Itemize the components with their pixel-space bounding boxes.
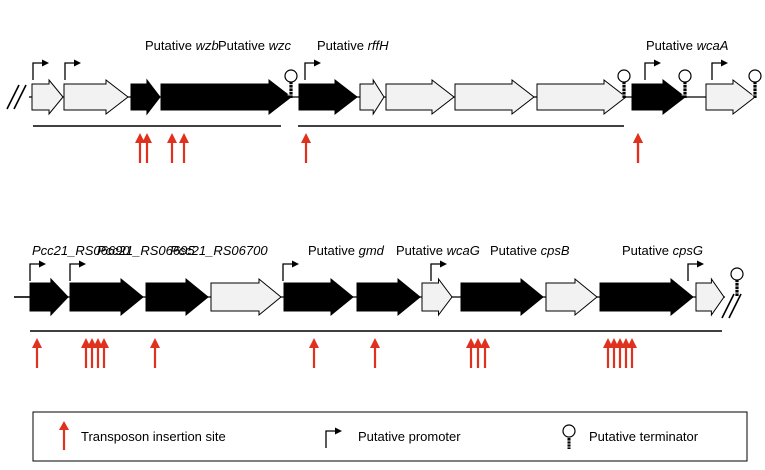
legend-transposon-label: Transposon insertion site (81, 429, 226, 444)
row1-gene-arrow (160, 78, 292, 116)
row2-gene-arrow (460, 277, 544, 317)
row1-gene-arrow (130, 78, 161, 116)
gene-row-1 (6, 59, 762, 163)
row1-insertion-arrow (135, 133, 145, 163)
row1-gene-arrow (298, 78, 358, 116)
row1-gene-arrow (63, 78, 129, 116)
row1-gene-arrow (359, 78, 385, 116)
row2-label-rs06695: Pcc21_RS06695 (97, 243, 195, 258)
row2-promoter-icon (69, 260, 86, 281)
row2-gene-arrow (210, 277, 282, 317)
row1-gene-arrow (31, 78, 64, 116)
row2-promoter-icon (430, 260, 447, 281)
legend-insertion-icon (59, 421, 69, 450)
row1-break-mark (6, 84, 20, 110)
legend-promoter-icon (325, 427, 342, 448)
row2-promoter-icon (29, 260, 46, 281)
row2-gene-arrow (695, 277, 725, 317)
legend-terminator-icon (562, 424, 576, 449)
row1-terminator-icon (284, 69, 298, 98)
row1-terminator-icon (748, 69, 762, 98)
row2-gene-arrow (421, 277, 453, 317)
row2-insertion-arrow (466, 338, 476, 368)
row1-insertion-arrow (179, 133, 189, 163)
row2-insertion-arrow (32, 338, 42, 368)
row1-label-wcaa: Putative wcaA (646, 38, 728, 53)
row1-gene-arrow (631, 78, 686, 116)
row2-insertion-arrow (603, 338, 613, 368)
row1-insertion-arrow (167, 133, 177, 163)
row2-gene-arrow (145, 277, 209, 317)
row2-insertion-arrow (473, 338, 483, 368)
row2-insertion-arrow (309, 338, 319, 368)
row2-label-gmd: Putative gmd (308, 243, 385, 258)
row2-insertion-arrow (615, 338, 625, 368)
row2-insertion-arrow (627, 338, 637, 368)
row1-gene-arrow (705, 78, 756, 116)
legend-box (32, 411, 748, 462)
row2-gene-arrow (69, 277, 144, 317)
row2-label-rs06690: Pcc21_RS06690 (32, 243, 130, 258)
row1-label-wzc: Putative wzc (218, 38, 291, 53)
row2-insertion-arrow (99, 338, 109, 368)
row1-insertion-arrow (633, 133, 643, 163)
row2-insertion-arrow (150, 338, 160, 368)
row1-label-rffh: Putative rffH (317, 38, 389, 53)
row2-label-wcag: Putative wcaG (396, 243, 480, 258)
row2-gene-arrow (599, 277, 694, 317)
row2-gene-arrow (283, 277, 354, 317)
row2-insertion-arrow (81, 338, 91, 368)
gene-row-2 (14, 260, 744, 368)
row1-insertion-arrow (142, 133, 152, 163)
row1-terminator-icon (678, 69, 692, 98)
legend: Transposon insertion site Putative promo… (32, 411, 748, 462)
row1-gene-arrow (454, 78, 535, 116)
row1-insertion-arrow (301, 133, 311, 163)
row2-insertion-arrow (93, 338, 103, 368)
row2-insertion-arrow (370, 338, 380, 368)
row1-promoter-icon (644, 59, 661, 80)
row2-insertion-arrow (609, 338, 619, 368)
row2-terminator-icon (730, 267, 744, 296)
row1-terminator-icon (617, 69, 631, 98)
row1-promoter-icon (304, 59, 321, 80)
row1-promoter-icon (32, 59, 49, 80)
row1-promoter-icon (711, 59, 728, 80)
row1-gene-arrow (385, 78, 455, 116)
row2-gene-arrow (29, 277, 69, 317)
legend-promoter-label: Putative promoter (358, 429, 461, 444)
row2-insertion-arrow (621, 338, 631, 368)
row1-label-wzb: Putative wzb (145, 38, 219, 53)
row2-label-cpsg: Putative cpsG (622, 243, 703, 258)
row2-gene-arrow (545, 277, 598, 317)
row2-label-rs06700: Pcc21_RS06700 (170, 243, 268, 258)
row1-gene-arrow (536, 78, 627, 116)
row2-gene-arrow (356, 277, 421, 317)
row2-label-cpsb: Putative cpsB (490, 243, 570, 258)
row2-promoter-icon (282, 260, 299, 281)
row1-break-mark (13, 84, 27, 110)
row1-promoter-icon (64, 59, 81, 80)
row2-promoter-icon (687, 260, 704, 281)
row2-insertion-arrow (480, 338, 490, 368)
legend-terminator-label: Putative terminator (589, 429, 699, 444)
row2-break-mark (721, 293, 735, 319)
row2-insertion-arrow (87, 338, 97, 368)
row2-break-mark (728, 293, 742, 319)
